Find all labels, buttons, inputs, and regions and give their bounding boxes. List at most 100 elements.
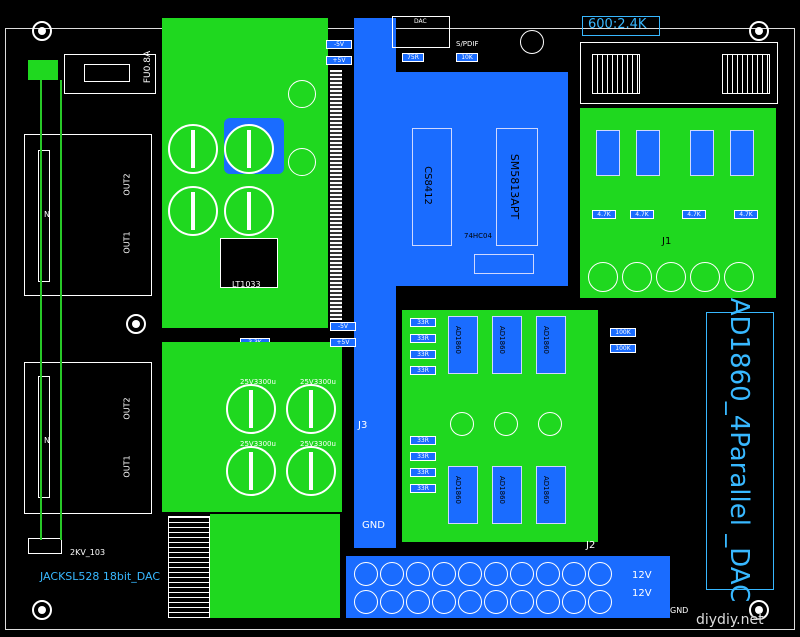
relay-block [580, 42, 778, 104]
mount-hole-icon [126, 314, 146, 334]
ad1860-label: AD1860 [454, 476, 462, 504]
cap-2kv-label: 2KV_103 [70, 548, 106, 557]
capacitor-icon [458, 590, 482, 614]
capacitor-icon [168, 186, 218, 236]
cap-label: 25V3300u [300, 440, 336, 448]
resistor-33r: 33R [410, 468, 436, 477]
ic-chip-icon [690, 130, 714, 176]
cap-label: 25V3300u [240, 378, 276, 386]
resistor-100k: 100K [610, 328, 636, 337]
out1-label: OUT1 [122, 231, 132, 254]
resistor-33r: 33R [410, 452, 436, 461]
cap-label: 25V3300u [300, 378, 336, 386]
v12-label: 12V [632, 588, 652, 599]
capacitor-icon [622, 262, 652, 292]
capacitor-icon [288, 148, 316, 176]
header-strip [330, 70, 342, 320]
cs8412-label: CS8412 [421, 166, 433, 205]
transformer-top [24, 134, 152, 296]
hc04-label: 74HC04 [464, 232, 492, 240]
capacitor-icon [484, 562, 508, 586]
gnd-label: GND [362, 520, 385, 531]
out1-label: OUT1 [122, 455, 132, 478]
resistor-4k7: 4.7K [734, 210, 758, 219]
capacitor-icon [286, 446, 336, 496]
capacitor-icon [226, 384, 276, 434]
v12-label: 12V [632, 570, 652, 581]
resistor-4k7: 4.7K [592, 210, 616, 219]
freq-label: 600:2.4K [588, 17, 647, 32]
capacitor-icon [450, 412, 474, 436]
board-outline [5, 28, 795, 630]
transformer-n-label: N [44, 436, 50, 445]
capacitor-icon [562, 590, 586, 614]
ic-chip-icon [596, 130, 620, 176]
capacitor-icon [354, 562, 378, 586]
capacitor-icon [520, 30, 544, 54]
ic-chip-icon [448, 466, 478, 524]
ad1860-label: AD1860 [542, 476, 550, 504]
resistor-75r: 75R [402, 53, 424, 62]
capacitor-icon [494, 412, 518, 436]
sm5813-label: SM5813APT [508, 153, 522, 220]
trace [40, 80, 42, 540]
mount-hole-icon [32, 21, 52, 41]
resistor-4k7: 4.7K [630, 210, 654, 219]
mount-hole-icon [749, 600, 769, 620]
watermark: diydiy.net [696, 612, 764, 628]
ic-chip-icon [730, 130, 754, 176]
ic-chip-icon [536, 466, 566, 524]
capacitor-icon [224, 186, 274, 236]
capacitor-icon [536, 590, 560, 614]
capacitor-icon [168, 124, 218, 174]
resistor-10k: 10K [456, 53, 478, 62]
supply-label: -5V [330, 322, 356, 331]
ic-chip-icon [496, 128, 538, 246]
ad1860-label: AD1860 [542, 326, 550, 354]
dac-title-box [706, 312, 774, 590]
j2-label: J2 [586, 540, 596, 551]
dac-title: AD1860_4Parallel _DAC [724, 297, 754, 603]
ad1860-label: AD1860 [498, 326, 506, 354]
capacitor-icon [690, 262, 720, 292]
ic-chip-icon [492, 466, 522, 524]
ic-chip-icon [636, 130, 660, 176]
mount-hole-icon [749, 21, 769, 41]
fuse-block [64, 54, 156, 94]
ic-chip-icon [536, 316, 566, 374]
resistor-33r: 33R [410, 366, 436, 375]
central-bus [354, 18, 396, 548]
resistor-33r: 33R [410, 436, 436, 445]
capacitor-icon [536, 562, 560, 586]
freq-box [582, 16, 660, 36]
j1-label: J1 [662, 236, 672, 247]
capacitor-icon [286, 384, 336, 434]
ad1860-label: AD1860 [498, 476, 506, 504]
capacitor-icon [538, 412, 562, 436]
capacitor-icon [588, 262, 618, 292]
ic-chip-icon [412, 128, 452, 246]
resistor-100k: 100K [610, 344, 636, 353]
capacitor-icon [510, 590, 534, 614]
cap-label: 25V3300u [240, 440, 276, 448]
dac-small-label: DAC [414, 18, 427, 25]
fuse-label: FU0.8A [143, 50, 154, 84]
relay-right [722, 54, 770, 94]
author-label: JACKSL528 18bit_DAC [40, 570, 161, 583]
capacitor-icon [724, 262, 754, 292]
capacitor-icon [406, 590, 430, 614]
capacitor-icon [588, 562, 612, 586]
out2-label: OUT2 [122, 173, 132, 196]
capacitor-icon [510, 562, 534, 586]
capacitor-icon [562, 562, 586, 586]
psu-lower-plane [210, 514, 340, 618]
capacitor-icon [380, 562, 404, 586]
capacitor-icon [224, 124, 274, 174]
supply-label: -5V [326, 40, 352, 49]
capacitor-icon [588, 590, 612, 614]
relay-left [592, 54, 640, 94]
mount-hole-icon [32, 600, 52, 620]
ic-chip-icon [492, 316, 522, 374]
gnd-label: GND [670, 606, 689, 615]
